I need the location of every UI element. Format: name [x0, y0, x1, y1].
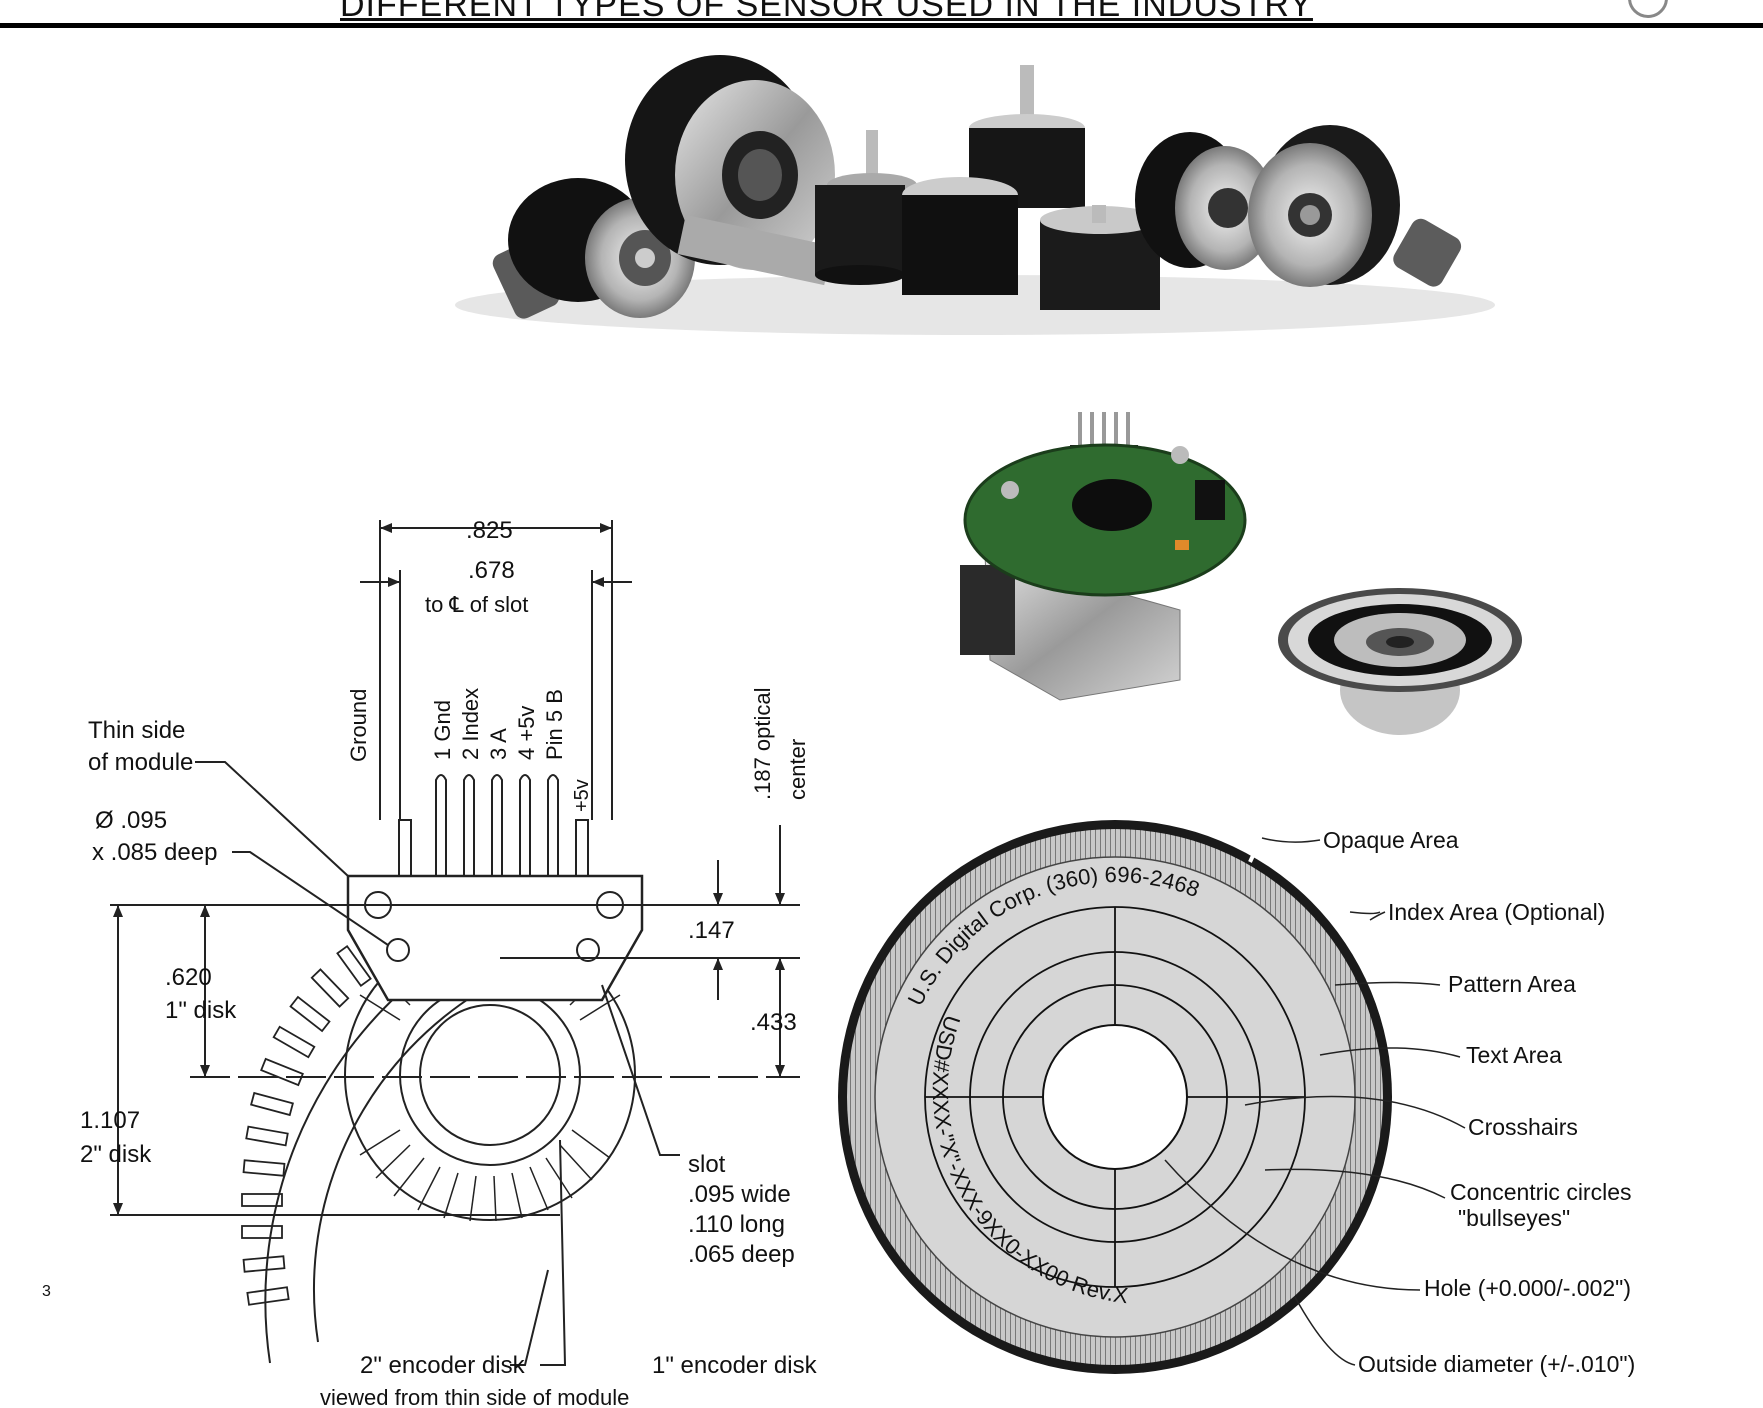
- hole-095-label: Ø .095: [95, 807, 167, 834]
- disk-2in-label: 2" disk: [80, 1141, 152, 1168]
- label-index-area: Index Area (Optional): [1388, 899, 1605, 925]
- label-outside-diameter: Outside diameter (+/-.010"): [1358, 1351, 1635, 1377]
- dim-147: .147: [688, 917, 735, 944]
- pin-4-label: 4 +5v: [514, 706, 539, 760]
- encoder-shaft-center-left: [815, 130, 917, 285]
- slot-deep: .065 deep: [688, 1241, 795, 1268]
- encoder-right-hollow: [1135, 132, 1275, 270]
- module-drawing: [110, 520, 800, 1366]
- ground-label: Ground: [346, 689, 371, 762]
- slot-long: .110 long: [688, 1211, 785, 1238]
- label-opaque-area: Opaque Area: [1323, 827, 1459, 853]
- encoder-front-center: [902, 177, 1160, 310]
- pin-3-label: 3 A: [486, 728, 511, 760]
- label-text-area: Text Area: [1466, 1042, 1562, 1068]
- viewed-from-label: viewed from thin side of module: [320, 1385, 629, 1408]
- drawing-arrows: [113, 523, 785, 1215]
- thin-side-label-1: Thin side: [88, 717, 185, 744]
- to-cl-slot: to ℄ of slot: [425, 592, 528, 617]
- dim-620: .620: [165, 964, 212, 991]
- header-rule: [0, 23, 1763, 28]
- encoder-small-left: [492, 178, 695, 319]
- deep-085-label: x .085 deep: [92, 839, 217, 866]
- disk-1in-label: 1" disk: [165, 997, 237, 1024]
- code-disk-diagram: U.S. Digital Corp. (360) 696-2468 USD#XX…: [838, 820, 1466, 1374]
- encoder-far-right: [1248, 125, 1462, 287]
- label-bullseyes: "bullseyes": [1458, 1205, 1570, 1231]
- label-hole: Hole (+0.000/-.002"): [1424, 1275, 1631, 1301]
- optical-center-label: center: [785, 739, 810, 800]
- thin-side-label-2: of module: [88, 749, 193, 776]
- dim-678: .678: [468, 557, 515, 584]
- disk-labels: Opaque Area Index Area (Optional) Patter…: [1323, 827, 1635, 1377]
- optical-187-label: .187 optical: [750, 687, 775, 800]
- pin-5-label: Pin 5 B: [542, 689, 567, 760]
- dim-433: .433: [750, 1009, 797, 1036]
- codewheel-photo: [1278, 588, 1522, 735]
- slot-wide: .095 wide: [688, 1181, 791, 1208]
- dim-825: .825: [466, 517, 513, 544]
- encoder-hollow-shaft: [625, 55, 835, 286]
- enc-2in-label: 2" encoder disk: [360, 1352, 526, 1379]
- pin-1-label: 1 Gnd: [430, 700, 455, 760]
- dim-1107: 1.107: [80, 1107, 140, 1134]
- page-title: DIFFERENT TYPES OF SENSOR USED IN THE IN…: [340, 0, 1313, 24]
- page-number: 3: [42, 1283, 51, 1300]
- drawing-labels: .825 .678 to ℄ of slot Ground 1 Gnd 2 In…: [80, 517, 818, 1408]
- enc-1in-label: 1" encoder disk: [652, 1352, 818, 1379]
- pcb-module-photo: [960, 412, 1247, 701]
- label-crosshairs: Crosshairs: [1468, 1114, 1578, 1140]
- label-concentric: Concentric circles: [1450, 1179, 1632, 1205]
- label-pattern-area: Pattern Area: [1448, 971, 1576, 997]
- slot-label: slot: [688, 1151, 726, 1178]
- pin-5v-label: +5v: [571, 779, 593, 812]
- small-disk-slots: [359, 971, 621, 1222]
- pin-2-label: 2 Index: [458, 688, 483, 760]
- encoders-photo: [455, 55, 1495, 335]
